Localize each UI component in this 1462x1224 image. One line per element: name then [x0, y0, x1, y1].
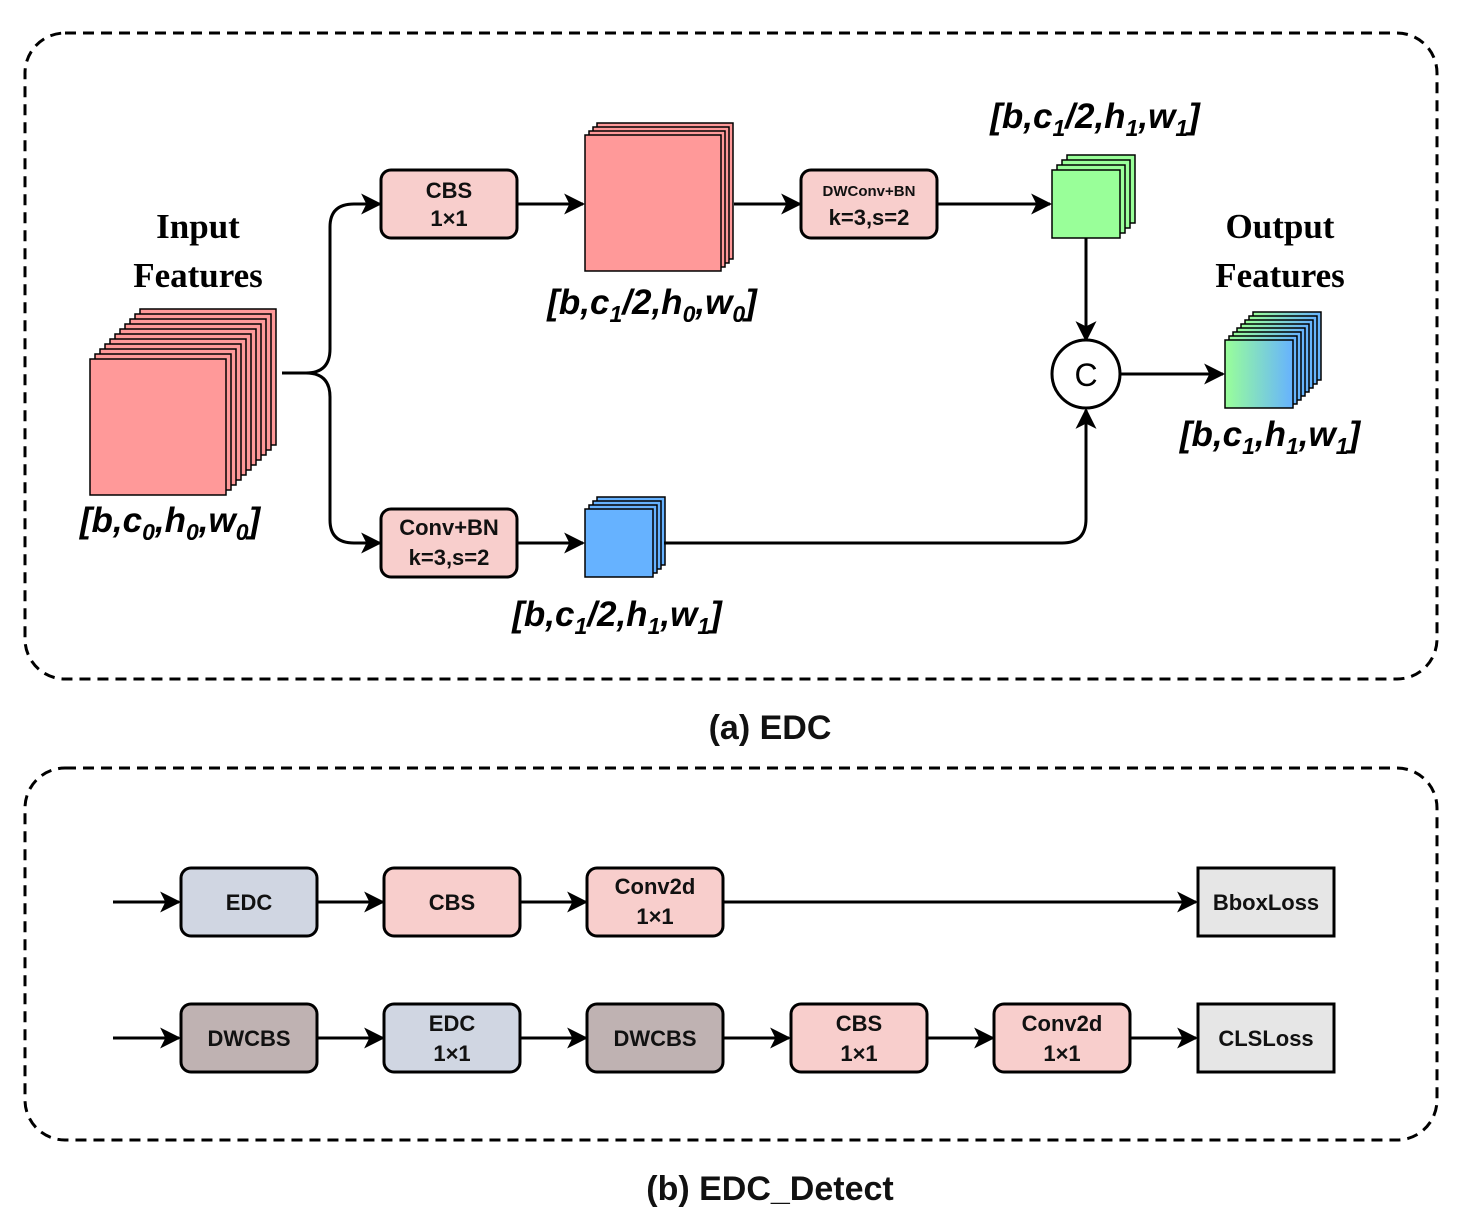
row1-conv2d-kernel: 1×1: [636, 904, 673, 929]
split-connector-top: [282, 193, 383, 375]
row2-clsloss-block: [1196, 1002, 1336, 1074]
blue-feature-layer: [584, 508, 654, 578]
conv-bn-block-params: k=3,s=2: [409, 545, 490, 570]
cbs-block-kernel: 1×1: [430, 206, 467, 231]
output-dims-label: [b,c1,h1,w1]: [1179, 415, 1362, 459]
row2-dwcbs-label-2: DWCBS: [613, 1026, 696, 1051]
input-features-label-line2: Features: [133, 256, 263, 295]
concat-symbol: C: [1074, 357, 1097, 393]
row1-bboxloss-label: BboxLoss: [1213, 890, 1319, 915]
blue-feature-stack: [584, 496, 666, 578]
mid-dims-label: [b,c1/2,h0,w0]: [546, 283, 758, 327]
green-dims-label: [b,c1/2,h1,w1]: [989, 97, 1201, 141]
panel-a-caption: (a) EDC: [709, 709, 832, 747]
blue-dims-label: [b,c1/2,h1,w1]: [511, 595, 723, 639]
green-feature-stack: [1051, 154, 1136, 239]
row1-conv2d-label: Conv2d: [615, 874, 696, 899]
row2-dwcbs-label-1: DWCBS: [207, 1026, 290, 1051]
row2-edc-label: EDC: [429, 1011, 476, 1036]
row2-cbs-label: CBS: [836, 1011, 882, 1036]
row2-edc-kernel: 1×1: [433, 1041, 470, 1066]
input-dims-label: [b,c0,h0,w0]: [79, 501, 262, 545]
input-feature-stack: [89, 308, 277, 496]
row2-conv2d-kernel: 1×1: [1043, 1041, 1080, 1066]
connector-blue-to-concat: [664, 407, 1097, 545]
output-features-label-line2: Features: [1215, 256, 1345, 295]
green-feature-layer: [1051, 169, 1121, 239]
split-connector-bottom: [305, 371, 383, 554]
output-feature-layer: [1224, 339, 1294, 409]
cbs-block-label: CBS: [426, 178, 472, 203]
row2-conv2d-label: Conv2d: [1022, 1011, 1103, 1036]
row1-edc-label: EDC: [226, 890, 273, 915]
output-feature-stack: [1224, 311, 1322, 409]
mid-feature-stack: [584, 122, 734, 272]
conv-bn-block-label: Conv+BN: [399, 515, 499, 540]
panel-b-frame: [23, 766, 1439, 1142]
dwconv-bn-block-label: DWConv+BN: [823, 183, 916, 200]
input-features-label-line1: Input: [156, 207, 240, 246]
input-feature-layer: [89, 358, 227, 496]
dwconv-bn-block-params: k=3,s=2: [829, 205, 910, 230]
output-features-label-line1: Output: [1226, 207, 1335, 246]
row1-bboxloss-block: [1196, 866, 1336, 938]
panel-a-frame: [23, 31, 1439, 681]
panel-b-caption: (b) EDC_Detect: [646, 1170, 893, 1208]
row2-clsloss-label: CLSLoss: [1218, 1026, 1313, 1051]
row1-cbs-label: CBS: [429, 890, 475, 915]
row2-cbs-kernel: 1×1: [840, 1041, 877, 1066]
mid-feature-layer: [584, 134, 722, 272]
